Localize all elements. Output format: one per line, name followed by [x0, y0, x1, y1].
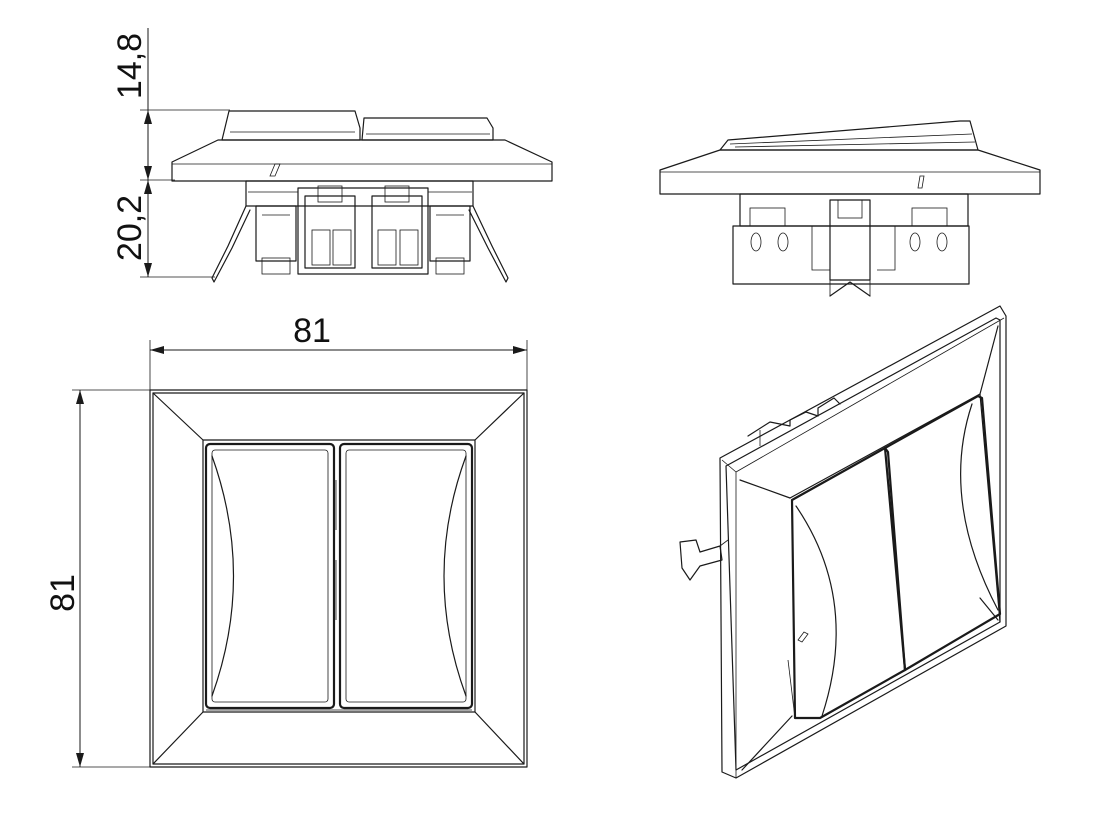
- left-spring-leg: [211, 205, 251, 283]
- dimension-top-height: 14,8: [111, 33, 149, 99]
- frame-inner-opening: [202, 439, 476, 713]
- dimension-width: 81: [293, 312, 331, 350]
- right-spring-leg: [468, 205, 509, 283]
- front-view: 81 81: [44, 312, 528, 768]
- iso-spring-leg: [679, 539, 723, 581]
- iso-frame-outer: [719, 305, 1007, 779]
- rocker-left-profile: [221, 110, 361, 141]
- rocker-right-profile: [361, 117, 494, 141]
- rocker-left: [204, 442, 336, 710]
- isometric-view: [679, 305, 1007, 779]
- side-elevation-view: 14,8 20,2: [111, 28, 553, 283]
- dimension-height: 81: [44, 574, 82, 612]
- iso-top-clips: [747, 397, 841, 437]
- iso-rocker-left: [787, 446, 907, 720]
- bottom-clip: [829, 281, 871, 297]
- side-view-profile: [659, 120, 1041, 297]
- iso-rocker-right: [883, 394, 1002, 672]
- frame-outer-edge: [149, 389, 528, 768]
- dimension-bottom-height: 20,2: [111, 195, 149, 261]
- rocker-right: [335, 442, 474, 710]
- frame-side-profile: [659, 149, 1041, 195]
- frame-profile: [171, 139, 553, 182]
